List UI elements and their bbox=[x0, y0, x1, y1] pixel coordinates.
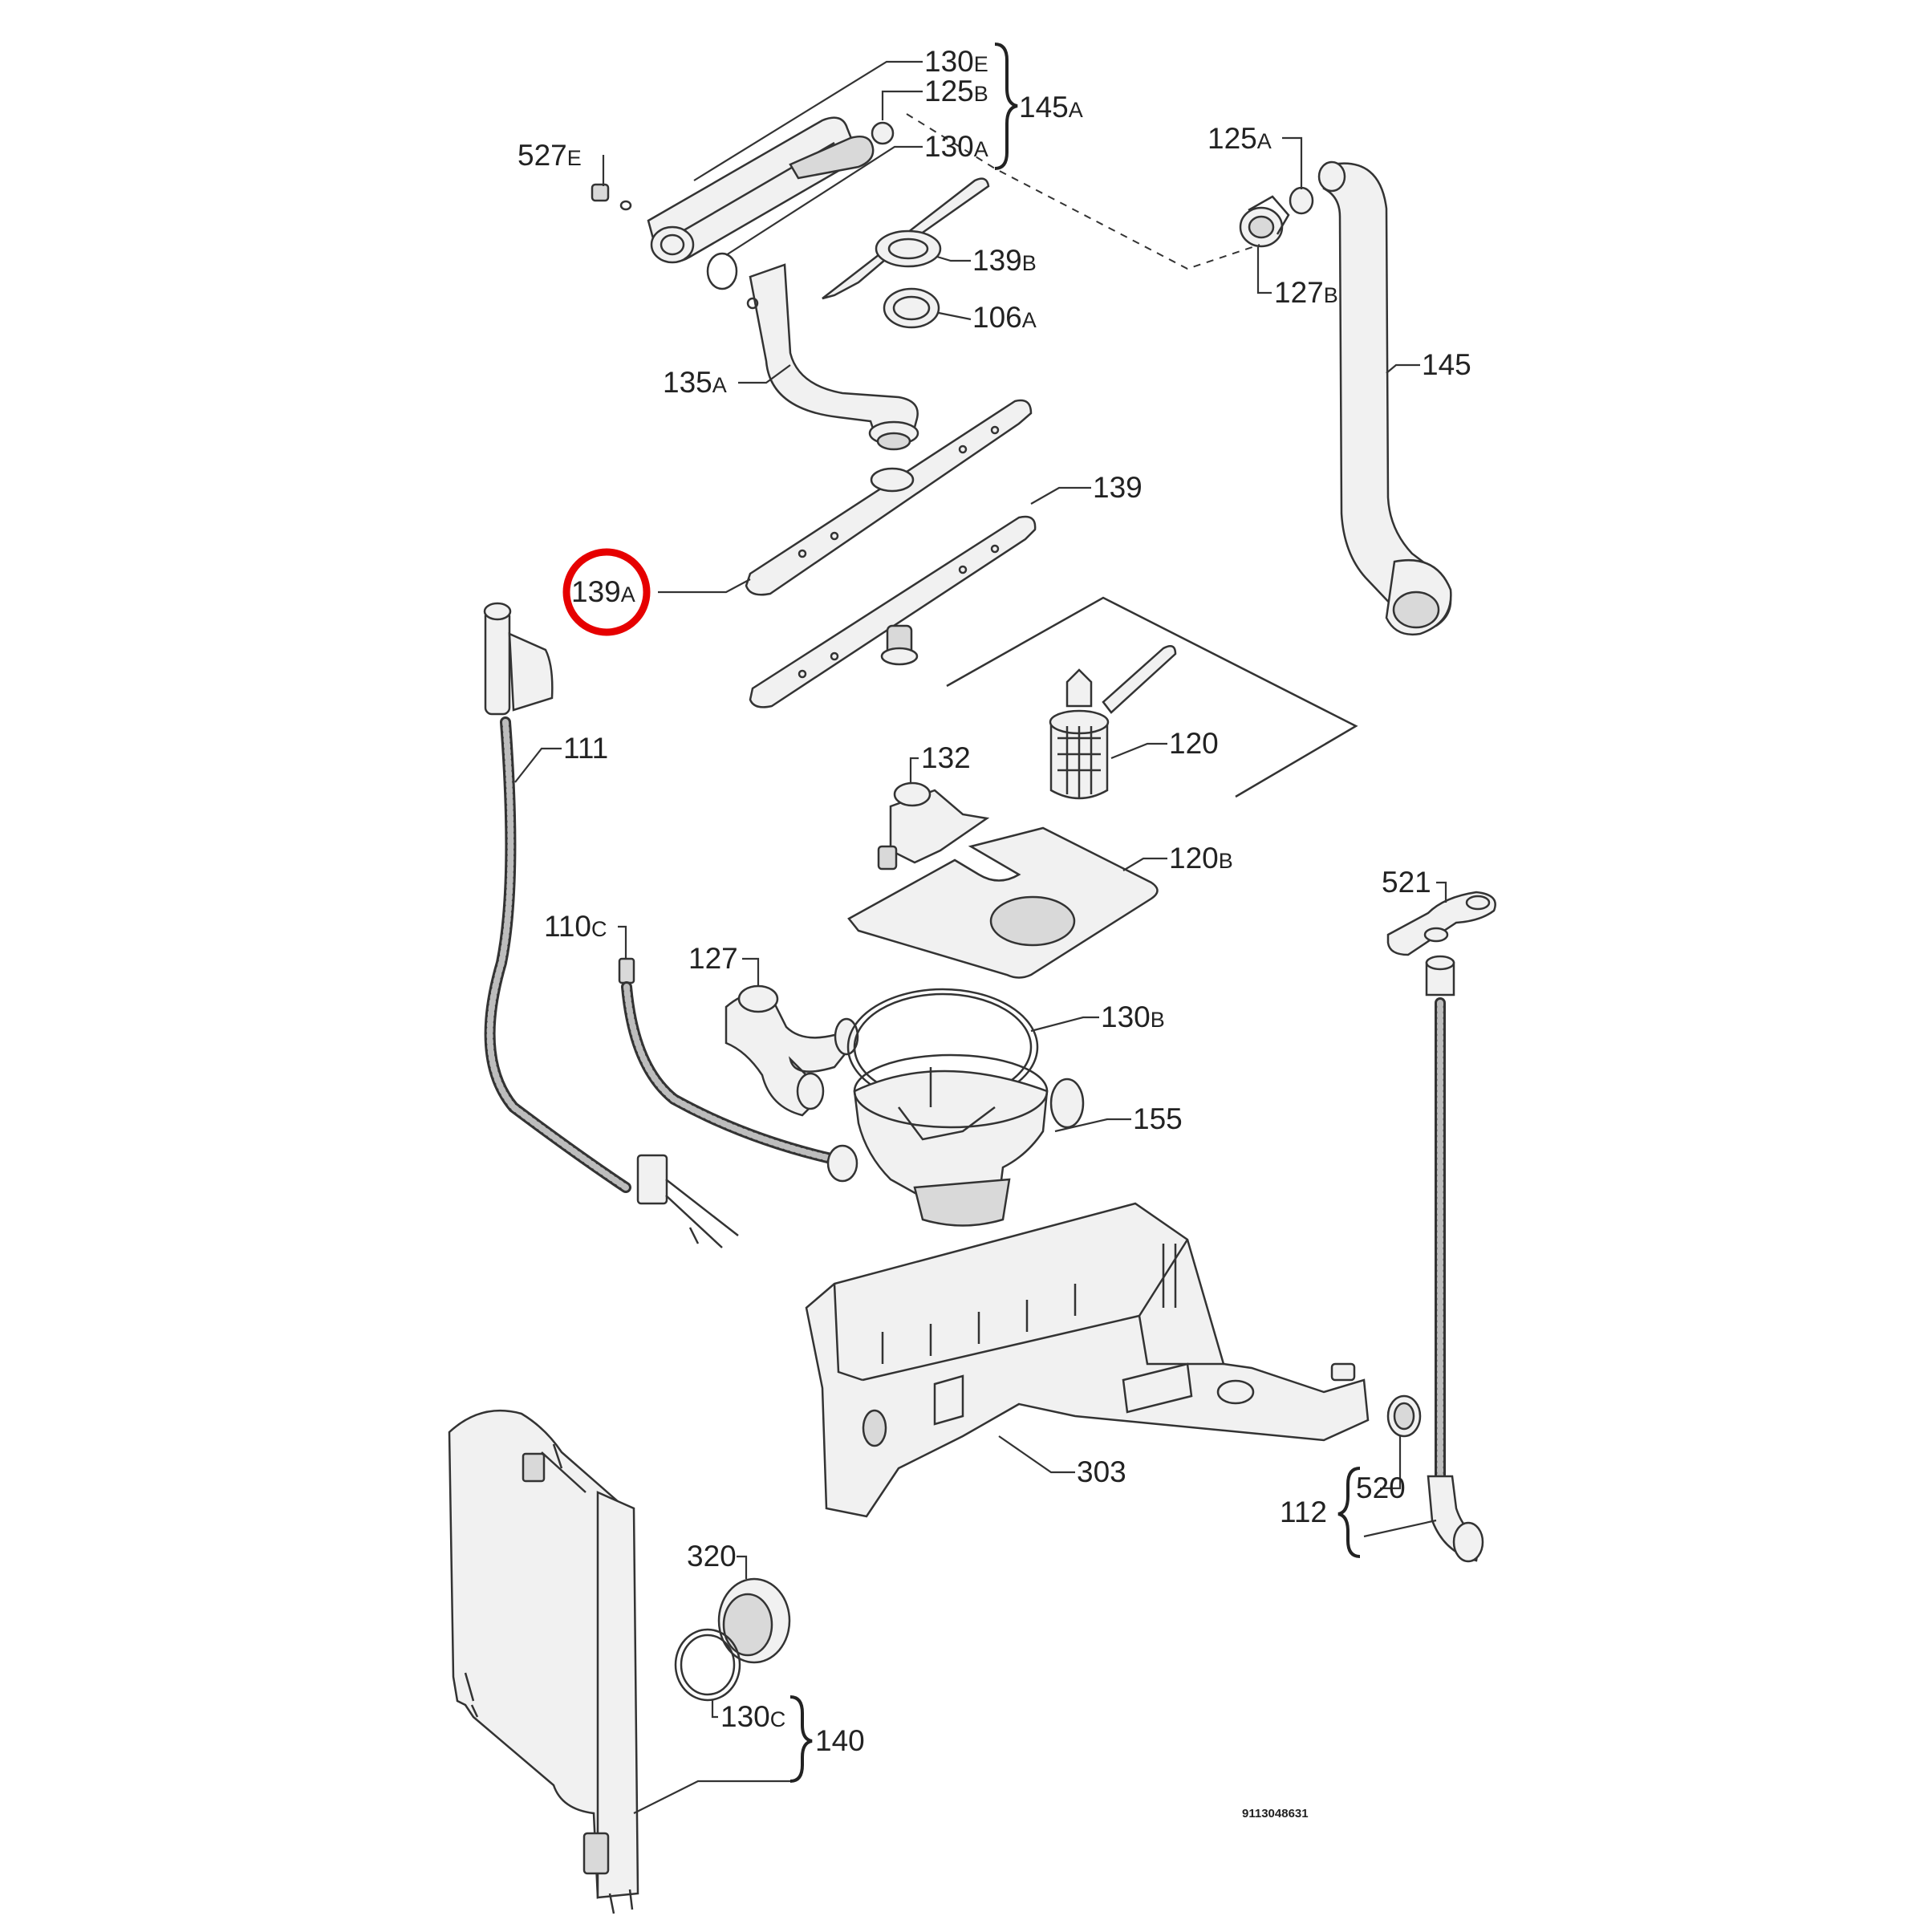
gasket-320 bbox=[717, 1577, 791, 1664]
label-127b: 127B bbox=[1274, 276, 1338, 309]
highlight-circle bbox=[562, 548, 651, 636]
top-spray-arm bbox=[822, 177, 990, 300]
riser-pipe-145 bbox=[1317, 160, 1452, 636]
label-520: 520 bbox=[1356, 1471, 1406, 1504]
drain-hose-112 bbox=[1386, 891, 1496, 1563]
elbow-127 bbox=[724, 984, 859, 1117]
reference-code: 9113048631 bbox=[1242, 1807, 1309, 1820]
label-111: 111 bbox=[563, 732, 608, 765]
label-303: 303 bbox=[1077, 1455, 1126, 1488]
label-155: 155 bbox=[1133, 1102, 1183, 1135]
label-125a: 125A bbox=[1208, 122, 1272, 155]
label-145a: 145A bbox=[1019, 91, 1083, 124]
base-tray-303 bbox=[805, 1202, 1370, 1518]
nut-527e bbox=[591, 183, 632, 211]
seal-520 bbox=[1386, 1394, 1422, 1438]
part-labels: 130E 125B 145A 130A 527E 125A 139B 106A … bbox=[518, 45, 1471, 1757]
connector-127b bbox=[1239, 195, 1290, 248]
label-130c: 130C bbox=[720, 1700, 785, 1733]
label-110c: 110C bbox=[544, 910, 607, 943]
o-ring-125b bbox=[871, 121, 895, 145]
o-ring-130a bbox=[706, 252, 738, 290]
label-112: 112 bbox=[1280, 1496, 1327, 1528]
label-120b: 120B bbox=[1169, 842, 1233, 875]
label-120: 120 bbox=[1169, 727, 1219, 760]
label-130a: 130A bbox=[924, 130, 988, 163]
label-320: 320 bbox=[687, 1540, 737, 1573]
lower-spray-arm bbox=[749, 515, 1037, 708]
microfilter-120b bbox=[847, 826, 1159, 979]
ring-130c bbox=[674, 1628, 741, 1702]
label-139a: 139A bbox=[571, 575, 635, 608]
label-521: 521 bbox=[1382, 866, 1431, 899]
drain-hose-111 bbox=[483, 602, 739, 1248]
upper-spray-tube bbox=[647, 116, 875, 264]
label-139b: 139B bbox=[972, 244, 1037, 277]
filter-120 bbox=[946, 596, 1358, 800]
sump-155 bbox=[853, 1053, 1085, 1227]
label-527e: 527E bbox=[518, 139, 582, 172]
label-139: 139 bbox=[1093, 471, 1143, 504]
label-145: 145 bbox=[1422, 348, 1471, 381]
hose-110c bbox=[618, 957, 858, 1183]
ring-106a bbox=[883, 287, 940, 329]
label-135a: 135A bbox=[663, 366, 727, 399]
middle-spray-arm bbox=[745, 399, 1033, 596]
label-125b: 125B bbox=[924, 75, 988, 108]
fitting-132 bbox=[877, 781, 990, 871]
label-130b: 130B bbox=[1101, 1000, 1165, 1033]
side-panel-140 bbox=[448, 1409, 639, 1914]
label-130e: 130E bbox=[924, 45, 988, 78]
label-106a: 106A bbox=[972, 301, 1037, 334]
label-127: 127 bbox=[688, 942, 738, 975]
label-140: 140 bbox=[815, 1724, 865, 1757]
supply-pipe-135a bbox=[746, 263, 919, 451]
o-ring-125a bbox=[1289, 186, 1314, 215]
leader-lines bbox=[514, 43, 1447, 1814]
label-132: 132 bbox=[921, 741, 971, 774]
